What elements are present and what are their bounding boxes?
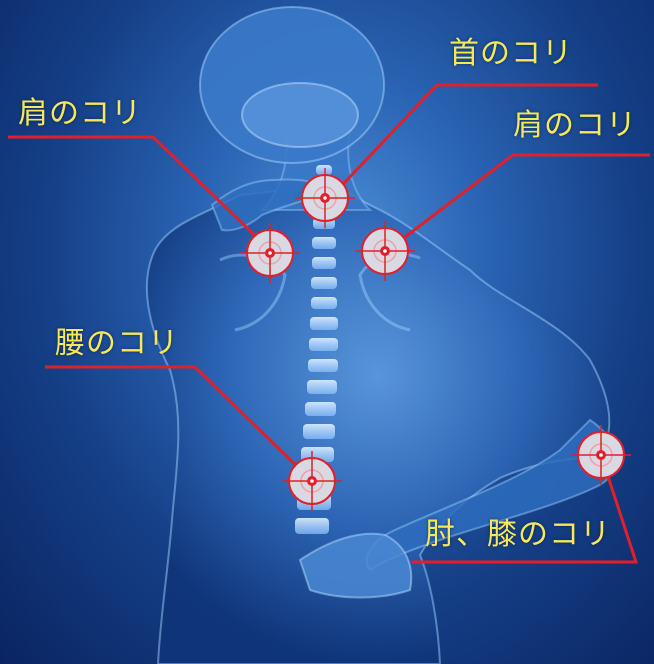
label-lower-back-stiffness: 腰のコリ <box>55 326 179 362</box>
leader-line-shoulder-right <box>388 155 650 250</box>
label-neck-stiffness: 首のコリ <box>449 36 573 72</box>
label-shoulder-stiffness-right: 肩のコリ <box>513 108 637 144</box>
hair-bun <box>242 83 358 147</box>
label-shoulder-stiffness-left: 肩のコリ <box>18 96 142 132</box>
label-elbow-knee-stiffness: 肘、膝のコリ <box>425 517 611 553</box>
